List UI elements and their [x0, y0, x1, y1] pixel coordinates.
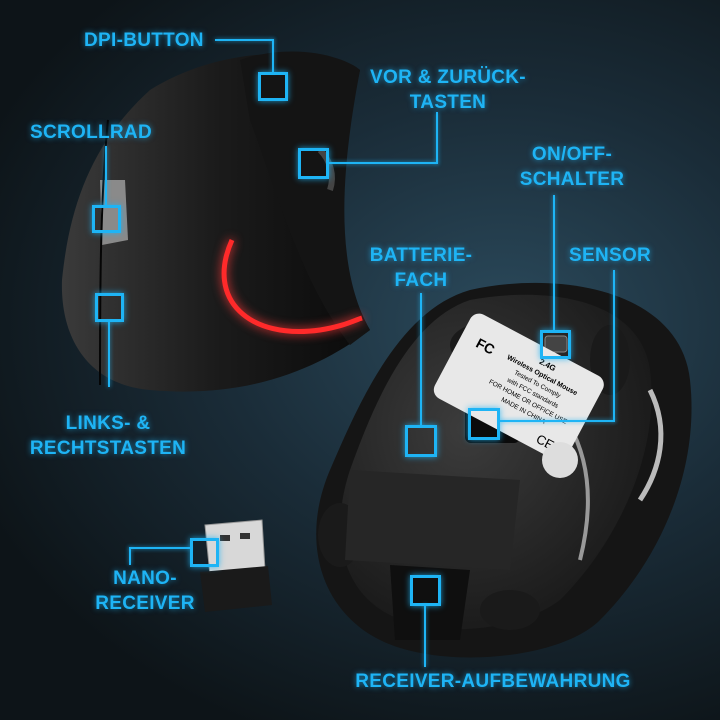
forward-back-marker	[298, 148, 329, 179]
label-receiver-storage: RECEIVER-AUFBEWAHRUNG	[355, 671, 631, 692]
sensor-marker	[468, 408, 500, 440]
label-dpi-button: DPI-BUTTON	[84, 30, 204, 51]
vertical-mouse-bottom: 2.4G Wireless Optical Mouse Tested To Co…	[316, 282, 692, 658]
on-off-switch-marker	[540, 330, 571, 359]
label-nano-line2: RECEIVER	[95, 593, 195, 614]
led-strip	[221, 238, 363, 334]
receiver-storage-marker	[410, 575, 441, 606]
nano-receiver-marker	[190, 538, 219, 567]
connector-line	[129, 547, 191, 549]
dpi-button-marker	[258, 72, 288, 101]
left-right-buttons-marker	[95, 293, 124, 322]
connector-line	[272, 39, 274, 73]
label-on-off-switch: ON/OFF- SCHALTER	[512, 142, 632, 192]
scroll-wheel-marker	[92, 205, 121, 233]
connector-line	[327, 162, 438, 164]
connector-line	[108, 321, 110, 387]
connector-line	[129, 547, 131, 565]
connector-line	[613, 270, 615, 422]
label-left-right-line1: LINKS- &	[65, 413, 151, 434]
label-battery-line2: FACH	[394, 270, 448, 291]
label-left-right-line2: RECHTSTASTEN	[29, 438, 187, 459]
vertical-mouse-side	[61, 51, 370, 392]
label-left-right-buttons: LINKS- & RECHTSTASTEN	[18, 411, 198, 461]
label-battery: BATTERIE- FACH	[361, 243, 481, 293]
connector-line	[436, 112, 438, 164]
connector-line	[553, 195, 555, 331]
connector-line	[424, 604, 426, 667]
sticker: 2.4G Wireless Optical Mouse Tested To Co…	[433, 313, 604, 461]
label-forward-back: VOR & ZURÜCK- TASTEN	[358, 65, 538, 115]
connector-line	[215, 39, 274, 41]
label-battery-line1: BATTERIE-	[369, 245, 473, 266]
label-scroll-wheel: SCROLLRAD	[30, 122, 152, 143]
label-forward-back-line2: TASTEN	[409, 92, 487, 113]
usb-nano-receiver	[200, 519, 272, 612]
label-nano-line1: NANO-	[113, 568, 177, 589]
label-on-off-line2: SCHALTER	[519, 169, 625, 190]
label-on-off-line1: ON/OFF-	[531, 144, 613, 165]
connector-line	[420, 293, 422, 426]
label-sensor: SENSOR	[569, 245, 652, 266]
battery-marker	[405, 425, 437, 457]
fcc-logo: FC	[473, 335, 497, 358]
connector-line	[105, 146, 107, 206]
label-nano-receiver: NANO- RECEIVER	[85, 566, 205, 616]
connector-line	[499, 420, 615, 422]
label-forward-back-line1: VOR & ZURÜCK-	[370, 67, 526, 88]
